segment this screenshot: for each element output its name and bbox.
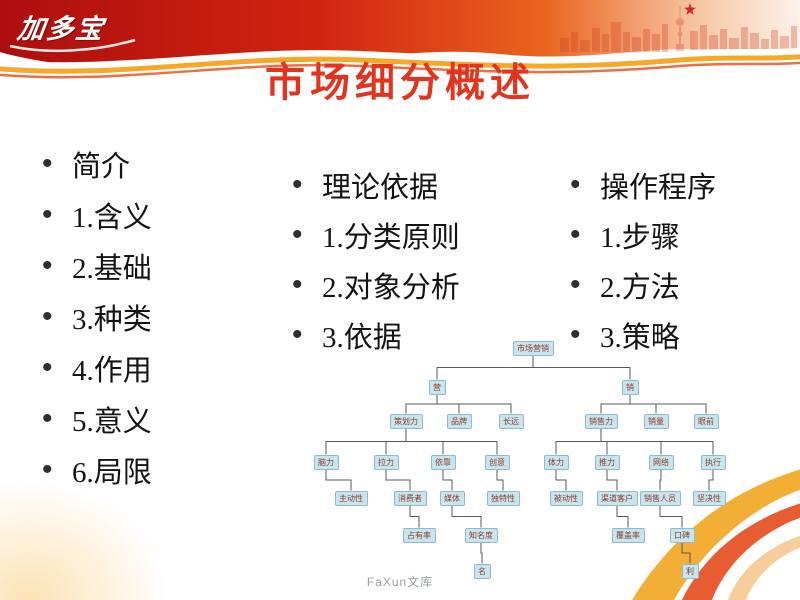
bullet-icon: • [570,218,581,251]
bullet-icon: • [42,452,53,486]
list-item-text: 1.含义 [72,201,152,234]
watermark: FaXun文库 [366,575,434,589]
tree-node-zhudongxing: 主动性 [334,490,368,506]
list-item-text: 4.作用 [72,354,152,387]
tree-node-zhanyoulv: 占有率 [402,527,436,543]
list-item-text: 1.分类原则 [322,222,460,254]
list-item-text: 3.种类 [72,303,152,336]
bullet-icon: • [570,268,581,301]
tree-node-zhimingdu: 知名度 [464,527,498,543]
bullet-icon: • [42,146,53,180]
tree-node-ying: 营 [428,379,446,395]
list-item-text: 2.基础 [72,252,152,285]
tree-node-dutexing: 独特性 [486,490,520,506]
list-item: • 2.基础 [42,240,152,291]
tree-node-tili: 体力 [543,454,569,470]
tree-node-pinpai: 品牌 [446,413,472,429]
tree-node-qudaokehu: 渠道客户 [596,490,638,506]
bullet-icon: • [292,268,303,301]
tree-node-ming: 名 [473,563,491,579]
bullet-icon: • [570,318,581,351]
tree-node-fugailv: 覆盖率 [611,527,645,543]
bullet-list-procedure: • 操作程序 • 1.步骤 • 2.方法 • 3.策略 [570,160,716,360]
list-item: • 2.对象分析 [292,260,460,310]
list-item-text: 理论依据 [322,172,439,204]
bullet-icon: • [42,401,53,435]
list-item: • 4.作用 [42,342,152,393]
tree-node-xiaoshourenyuan: 销售人员 [639,490,681,506]
tree-node-naoli: 脑力 [313,454,339,470]
tree-node-tuili: 推力 [594,454,620,470]
tree-node-jianjuexing: 坚决性 [692,490,726,506]
list-item: • 1.步骤 [570,210,716,260]
tree-node-yanqian: 眼前 [693,413,719,429]
list-item: • 简介 [42,138,152,189]
list-item: • 5.意义 [42,393,152,444]
tree-node-chuangyi: 创意 [484,454,510,470]
bullet-icon: • [42,248,53,282]
tree-node-lali: 拉力 [373,454,399,470]
tree-node-meiti: 媒体 [439,490,465,506]
list-item: • 2.方法 [570,260,716,310]
bullet-icon: • [42,350,53,384]
list-item: • 3.种类 [42,291,152,342]
bullet-icon: • [42,197,53,231]
bullet-list-overview: • 简介 • 1.含义 • 2.基础 • 3.种类 • 4.作用 • 5.意义 • 6.局限 [42,138,152,495]
list-item-text: 1.步骤 [600,222,680,254]
tree-node-cehuali: 策划力 [389,413,423,429]
bullet-icon: • [292,218,303,251]
list-item-text: 2.对象分析 [322,272,460,304]
bullet-list-theory: • 理论依据 • 1.分类原则 • 2.对象分析 • 3.依据 [292,160,460,360]
list-item: • 3.策略 [570,310,716,360]
tree-node-xiaofeizhe: 消费者 [393,490,427,506]
list-item-text: 6.局限 [72,456,152,489]
tree-node-koubei: 口碑 [669,527,695,543]
tree-node-xiao: 销 [621,379,639,395]
list-item: • 3.依据 [292,310,460,360]
bullet-icon: • [292,168,303,201]
bullet-icon: • [292,318,303,351]
tree-node-xiaoliang: 销量 [643,413,669,429]
list-item-text: 操作程序 [600,172,717,204]
tree-node-root: 市场营销 [512,340,554,356]
tree-node-wangluo: 网络 [648,454,674,470]
list-item: • 理论依据 [292,160,460,210]
bullet-icon: • [570,168,581,201]
list-item: • 6.局限 [42,444,152,495]
list-item: • 操作程序 [570,160,716,210]
tree-node-beidongxing: 被动性 [549,490,583,506]
tree-node-yikao: 依靠 [430,454,456,470]
list-item-text: 简介 [72,150,131,183]
tree-node-changyuan: 长远 [498,413,524,429]
list-item-text: 5.意义 [72,405,152,438]
bullet-icon: • [42,299,53,333]
list-item-text: 3.依据 [322,322,402,354]
list-item-text: 3.策略 [600,322,680,354]
tree-node-zhixing: 执行 [700,454,726,470]
tree-node-xiaoshouli: 销售力 [584,413,618,429]
list-item-text: 2.方法 [600,272,680,304]
slide-title: 市场细分概述 [265,61,535,105]
list-item: • 1.含义 [42,189,152,240]
list-item: • 1.分类原则 [292,210,460,260]
